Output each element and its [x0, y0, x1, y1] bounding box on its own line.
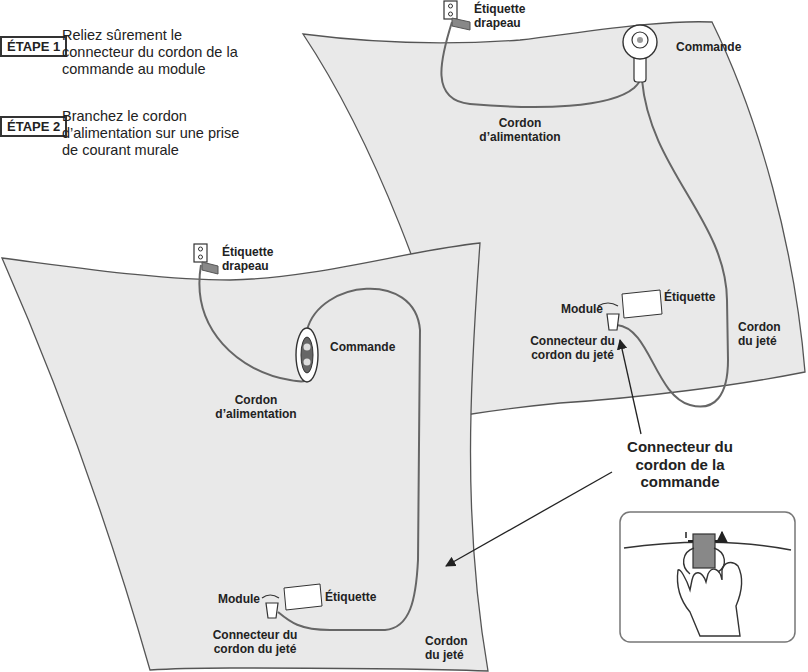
- part-label: Étiquette: [664, 290, 724, 304]
- part-label: Cordon du jeté: [425, 634, 477, 662]
- label-patch: [284, 584, 322, 610]
- part-label: Étiquette drapeau: [474, 2, 544, 30]
- blanket: [2, 243, 488, 671]
- throw-cord: [617, 80, 728, 407]
- part-label: Cordon d’alimentation: [206, 393, 306, 421]
- callout-arrow: [620, 340, 641, 434]
- control-unit: [296, 328, 318, 382]
- flag-tag: [452, 18, 470, 30]
- wall-outlet: [194, 244, 207, 262]
- label-patch: [622, 290, 662, 318]
- power-cord: [199, 265, 307, 382]
- step-number: ÉTAPE 1: [7, 39, 60, 54]
- part-label: Commande: [330, 340, 405, 354]
- throw-cord: [278, 289, 420, 630]
- control-unit: [623, 25, 657, 82]
- step-instruction: Branchez le cordon d’alimentation sur un…: [62, 108, 247, 159]
- part-label: Connecteur du cordon du jeté: [205, 628, 305, 656]
- wall-outlet: [444, 1, 457, 19]
- part-label: Cordon d’alimentation: [470, 116, 570, 144]
- step-number: ÉTAPE 2: [7, 119, 60, 134]
- part-label: Étiquette: [325, 590, 385, 604]
- power-cord: [441, 22, 640, 107]
- part-label: Commande: [676, 40, 756, 54]
- callout-title: Connecteur du cordon de la commande: [614, 438, 746, 491]
- throw-connector: [607, 314, 619, 330]
- part-label: Module: [218, 592, 264, 606]
- step-box: ÉTAPE 1: [0, 36, 67, 57]
- part-label: Étiquette drapeau: [222, 245, 292, 273]
- flag-tag: [202, 262, 218, 274]
- callout-arrow: [446, 472, 612, 566]
- throw-connector: [266, 603, 278, 618]
- step-instruction: Reliez sûrement le connecteur du cordon …: [62, 27, 247, 78]
- part-label: Module: [561, 302, 607, 316]
- part-label: Connecteur du cordon du jeté: [520, 334, 625, 362]
- step-box: ÉTAPE 2: [0, 116, 67, 137]
- module: [262, 595, 279, 598]
- inset-illustration: [620, 512, 795, 642]
- part-label: Cordon du jeté: [738, 320, 790, 348]
